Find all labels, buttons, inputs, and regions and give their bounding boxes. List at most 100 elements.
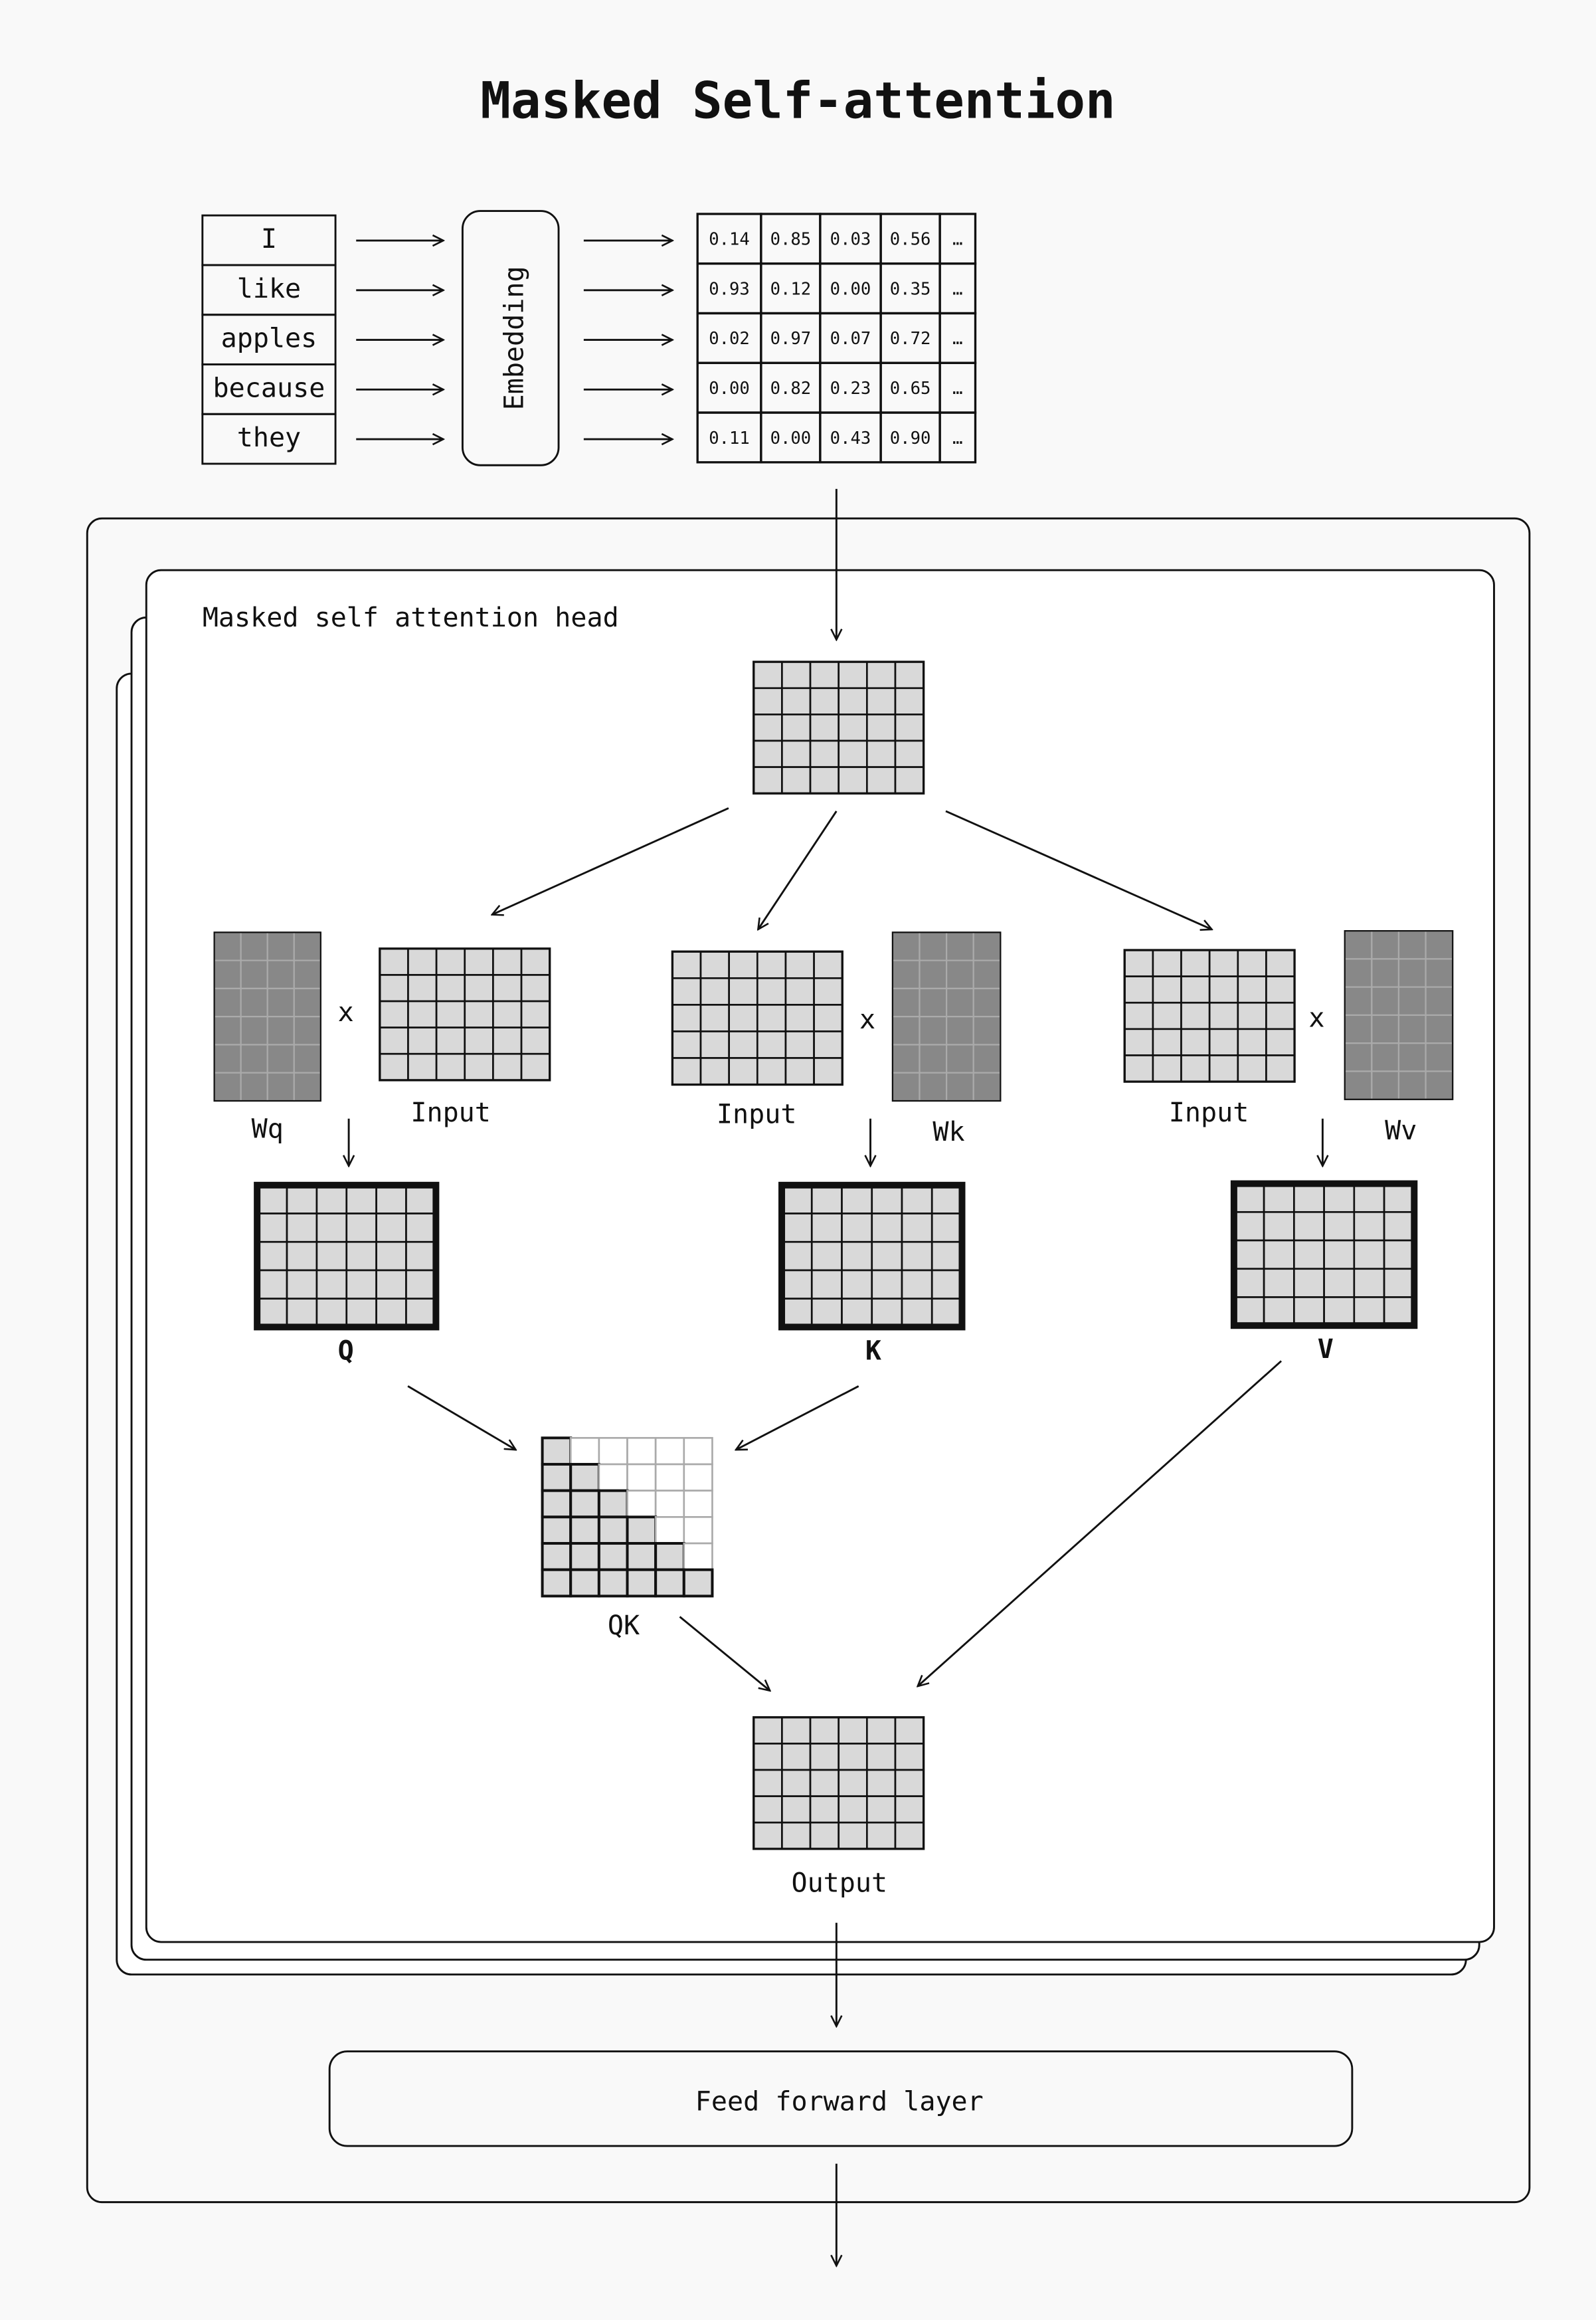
matrix-cell [1265, 1054, 1296, 1083]
matrix-cell [654, 1542, 685, 1571]
matrix-cell [683, 1436, 713, 1466]
matrix-cell [894, 1769, 925, 1797]
matrix-cell [813, 950, 843, 979]
embedding-cell [938, 411, 977, 464]
matrix-cell [865, 1743, 897, 1771]
matrix-cell [240, 931, 268, 961]
matrix-cell [1323, 1210, 1356, 1242]
matrix-cell [753, 687, 783, 716]
matrix-cell [597, 1489, 629, 1519]
matrix-cell [266, 1044, 295, 1074]
matrix-cell [293, 1016, 321, 1046]
matrix-cell [841, 1184, 873, 1214]
matrix-border [778, 1181, 966, 1331]
matrix-cell [1353, 1210, 1385, 1242]
arrow-to-q-branch [492, 807, 729, 914]
matrix-cell [813, 1057, 843, 1086]
matrix-cell [1265, 1028, 1296, 1056]
matrix-cell [809, 1769, 840, 1797]
matrix-cell [901, 1240, 933, 1272]
matrix-cell [894, 687, 925, 716]
arrow-v-to-output [918, 1360, 1283, 1687]
matrix-cell [1208, 1028, 1239, 1056]
matrix-border [254, 1181, 440, 1331]
matrix-cell [213, 959, 242, 990]
matrix-cell [1425, 1070, 1454, 1100]
matrix-cell [286, 1212, 318, 1243]
matrix-cell [286, 1240, 318, 1272]
matrix-cell [919, 1016, 948, 1046]
matrix-cell [1152, 1001, 1182, 1030]
matrix-cell [405, 1298, 437, 1328]
matrix-cell [1265, 949, 1296, 977]
matrix-cell [946, 1072, 974, 1102]
matrix-cell [435, 1026, 466, 1055]
matrix-cell [520, 1052, 551, 1082]
matrix-cell [286, 1298, 318, 1328]
matrix-cell [841, 1269, 873, 1300]
matrix-cell [345, 1184, 377, 1214]
matrix-cell [1425, 986, 1454, 1016]
wk-matrix [891, 931, 1002, 1102]
matrix-cell [838, 1821, 868, 1850]
matrix-cell [379, 1052, 409, 1082]
multiply-q: x [338, 997, 354, 1028]
attention-head-label: Masked self attention head [203, 603, 619, 633]
matrix-cell [598, 1463, 628, 1492]
matrix-cell [1237, 1028, 1267, 1056]
matrix-cell [379, 947, 409, 976]
matrix-cell [1123, 949, 1154, 977]
matrix-cell [1323, 1239, 1356, 1270]
matrix-cell [407, 1000, 438, 1028]
matrix-cell [809, 714, 840, 742]
matrix-cell [784, 1004, 815, 1032]
matrix-cell [435, 974, 466, 1003]
matrix-border [1344, 930, 1454, 1100]
matrix-cell [1383, 1210, 1415, 1242]
matrix-cell [891, 959, 921, 990]
matrix-cell [1344, 930, 1373, 960]
matrix-cell [626, 1490, 657, 1518]
matrix-cell [569, 1515, 600, 1545]
matrix-cell [756, 950, 787, 979]
matrix-cell [1371, 1042, 1400, 1072]
matrix-cell [865, 1821, 897, 1850]
matrix-cell [1353, 1239, 1385, 1270]
matrix-cell [756, 1057, 787, 1086]
embedding-value: 0.43 [830, 429, 871, 448]
matrix-cell [901, 1212, 933, 1243]
matrix-cell [520, 974, 551, 1003]
matrix-cell [256, 1298, 288, 1328]
matrix-cell [1152, 975, 1182, 1004]
matrix-cell [407, 947, 438, 976]
multiply-k: x [859, 1005, 875, 1035]
matrix-cell [1265, 1001, 1296, 1030]
matrix-cell [1293, 1183, 1325, 1213]
qk-masked-matrix [541, 1436, 714, 1598]
matrix-cell [781, 1821, 812, 1850]
matrix-cell [683, 1463, 713, 1492]
matrix-cell [865, 739, 897, 768]
matrix-cell [901, 1184, 933, 1214]
matrix-cell [781, 687, 812, 716]
matrix-cell [1323, 1268, 1356, 1298]
matrix-cell [293, 931, 321, 961]
matrix-cell [293, 1044, 321, 1074]
matrix-cell [781, 766, 812, 795]
matrix-cell [1152, 949, 1182, 977]
matrix-cell [492, 1052, 523, 1082]
matrix-cell [464, 1026, 494, 1055]
matrix-cell [972, 931, 1002, 961]
token-label: like [237, 274, 301, 304]
embedding-value: 0.56 [890, 230, 931, 250]
matrix-cell [871, 1298, 903, 1328]
matrix-cell [1263, 1268, 1295, 1298]
matrix-cell [1371, 1014, 1400, 1044]
matrix-cell [315, 1298, 348, 1328]
matrix-cell [972, 959, 1002, 990]
matrix-cell [728, 1004, 758, 1032]
matrix-cell [541, 1462, 573, 1492]
matrix-cell [838, 766, 868, 795]
matrix-cell [1208, 975, 1239, 1004]
input-label-k: Input [717, 1099, 797, 1129]
